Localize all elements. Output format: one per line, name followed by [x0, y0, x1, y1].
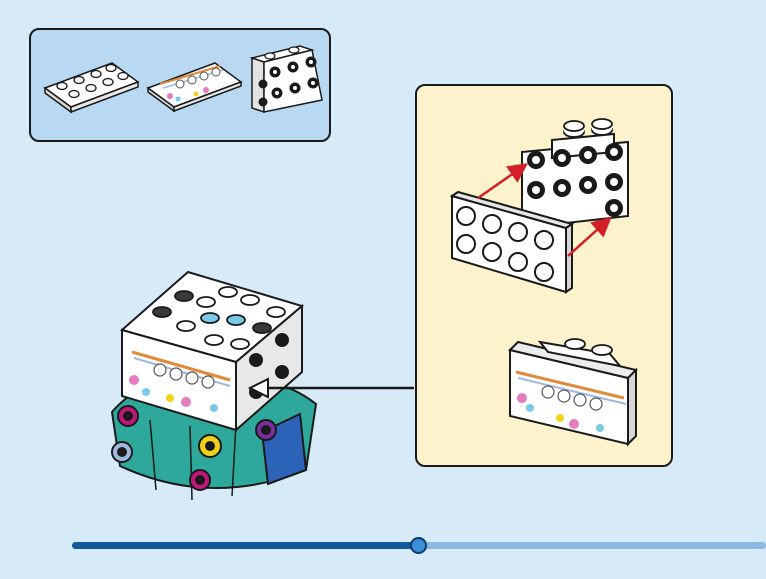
progress-fill: [72, 542, 419, 549]
step-progress-bar: [72, 542, 766, 549]
part-bracket-plate: [252, 46, 322, 112]
progress-indicator: [410, 537, 427, 554]
bracket-plate-large: [522, 119, 628, 228]
part-printed-tile: [148, 63, 241, 111]
part-white-plate: [45, 63, 138, 112]
subassembly-result: [510, 339, 636, 444]
